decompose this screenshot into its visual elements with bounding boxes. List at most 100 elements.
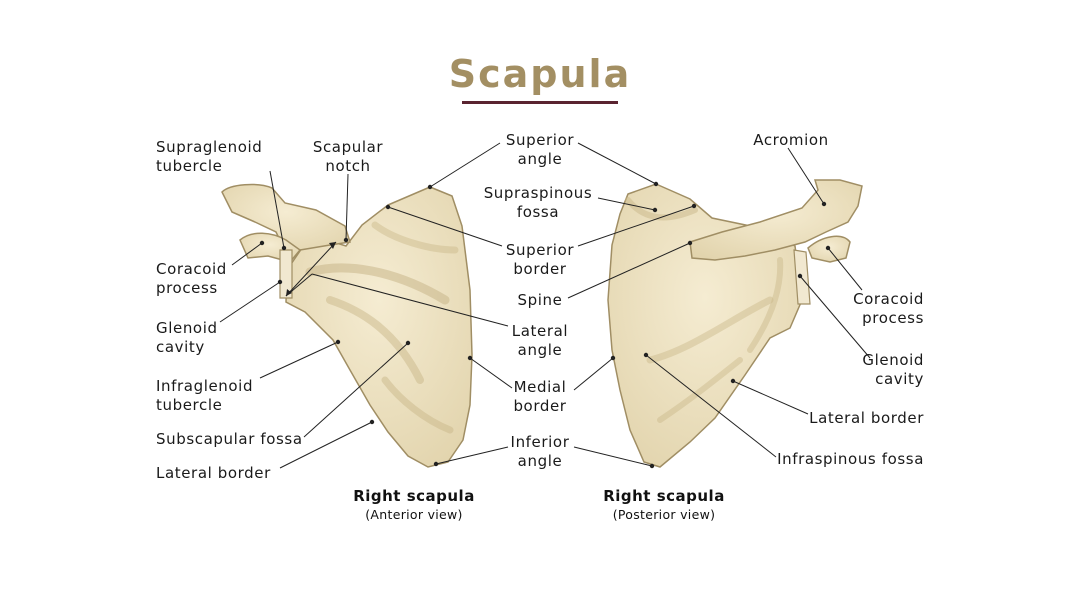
leader-infraspinous-fossa xyxy=(645,354,777,458)
label-line: Supraglenoid xyxy=(156,138,263,156)
leader-glenoid-left xyxy=(219,281,281,323)
label-line: Infraspinous fossa xyxy=(777,450,924,468)
anterior-fossa-ridge-1 xyxy=(305,263,450,305)
leader-spine xyxy=(567,242,691,299)
label-superior-angle: Superior angle xyxy=(506,131,574,168)
arrowhead-lateral-angle-top xyxy=(329,242,336,249)
posterior-scapula-illustration xyxy=(607,179,863,468)
leader-glenoid-right xyxy=(799,275,871,359)
label-line: Acromion xyxy=(753,131,829,149)
anterior-fossa-ridge-4 xyxy=(371,221,459,254)
dot-coracoid-left xyxy=(259,240,265,246)
label-line: cavity xyxy=(156,337,205,356)
leader-lateral-border-left xyxy=(279,421,373,469)
label-spine: Spine xyxy=(518,291,563,310)
leader-infraglenoid-tubercle xyxy=(259,341,339,379)
label-line: Subscapular fossa xyxy=(156,430,303,448)
leader-lateral-angle-c xyxy=(285,241,337,297)
leader-medial-border-right xyxy=(573,357,614,391)
label-medial-border: Medial border xyxy=(513,378,566,415)
leader-endpoints xyxy=(259,181,831,469)
dot-superior-angle-left xyxy=(427,184,433,190)
page-title: Scapula xyxy=(448,52,632,96)
label-lateral-border-left: Lateral border xyxy=(156,464,271,483)
dot-subscapular xyxy=(405,340,411,346)
label-line: Medial xyxy=(513,378,567,396)
label-coracoid-process-right: Coracoid process xyxy=(853,290,924,327)
posterior-infraspinous-ridge-2 xyxy=(657,357,743,423)
caption-posterior-title: Right scapula xyxy=(603,487,725,505)
label-inferior-angle: Inferior angle xyxy=(511,433,570,470)
anterior-fossa-ridge-3 xyxy=(381,376,454,434)
leader-inferior-angle-right xyxy=(573,446,653,467)
dot-lateral-border-right xyxy=(730,378,736,384)
dot-lateral-border-left xyxy=(369,419,375,425)
label-line: angle xyxy=(517,149,563,168)
label-lateral-border-right: Lateral border xyxy=(809,409,924,428)
title-underline xyxy=(462,101,618,104)
leader-supraspinous-fossa xyxy=(597,197,656,211)
label-infraglenoid-tubercle: Infraglenoid tubercle xyxy=(156,377,253,414)
leader-arrowheads xyxy=(286,242,336,296)
label-line: Scapular xyxy=(312,138,384,156)
label-line: Lateral border xyxy=(809,409,924,427)
label-line: Coracoid xyxy=(156,260,227,278)
label-line: process xyxy=(862,308,924,327)
leader-superior-angle-left xyxy=(429,142,501,188)
dot-scapular-notch xyxy=(343,237,349,243)
leader-coracoid-right xyxy=(827,247,863,291)
label-line: process xyxy=(156,278,218,297)
leader-scapular-notch xyxy=(345,173,349,241)
label-line: Glenoid xyxy=(862,351,924,369)
dot-supraspinous xyxy=(652,207,658,213)
dot-inferior-angle-left xyxy=(433,461,439,467)
posterior-lateral-ridge xyxy=(747,257,784,353)
dot-infraspinous xyxy=(643,352,649,358)
posterior-supraspinous-ridge xyxy=(625,197,698,221)
label-line: Superior xyxy=(505,131,575,149)
leader-medial-border-left xyxy=(469,357,513,389)
dot-glenoid-right xyxy=(797,273,803,279)
dot-superior-border-right xyxy=(691,203,697,209)
dot-medial-border-left xyxy=(467,355,473,361)
label-lateral-angle: Lateral angle xyxy=(512,322,568,359)
dot-spine xyxy=(687,240,693,246)
label-subscapular-fossa: Subscapular fossa xyxy=(156,430,303,449)
leader-subscapular-fossa xyxy=(303,342,409,438)
anterior-fossa-ridge-2 xyxy=(326,296,424,384)
label-supraglenoid-tubercle: Supraglenoid tubercle xyxy=(156,138,262,175)
label-line: Spine xyxy=(517,291,563,309)
leader-lateral-border-right xyxy=(732,380,809,415)
posterior-infraspinous-ridge-1 xyxy=(646,296,774,364)
label-infraspinous-fossa: Infraspinous fossa xyxy=(777,450,924,469)
leader-supraglenoid-tubercle xyxy=(269,170,285,249)
caption-posterior-view: Right scapula (Posterior view) xyxy=(603,487,725,522)
leader-coracoid-left xyxy=(231,242,263,266)
label-superior-border: Superior border xyxy=(506,241,574,278)
label-line: Lateral xyxy=(511,322,569,340)
label-line: Supraspinous xyxy=(483,184,593,202)
anterior-scapula-illustration xyxy=(221,183,473,468)
label-line: border xyxy=(513,396,567,415)
caption-anterior-subtitle: (Anterior view) xyxy=(365,507,463,522)
leader-superior-angle-right xyxy=(577,142,657,185)
dot-glenoid-left xyxy=(277,279,283,285)
label-line: cavity xyxy=(875,369,924,388)
posterior-glenoid-rim xyxy=(793,249,811,305)
dot-medial-border-right xyxy=(610,355,616,361)
label-supraspinous-fossa: Supraspinous fossa xyxy=(484,184,593,221)
label-line: tubercle xyxy=(156,156,223,175)
leader-lateral-angle-a xyxy=(311,273,509,327)
label-line: border xyxy=(513,259,567,278)
label-line: fossa xyxy=(516,202,560,221)
label-line: Infraglenoid xyxy=(156,377,254,395)
leader-acromion xyxy=(787,147,825,205)
label-line: Glenoid xyxy=(156,319,218,337)
leader-inferior-angle-left xyxy=(435,446,509,465)
label-line: tubercle xyxy=(156,395,223,414)
leader-lines xyxy=(219,142,871,469)
caption-anterior-title: Right scapula xyxy=(353,487,475,505)
label-line: Superior xyxy=(505,241,575,259)
